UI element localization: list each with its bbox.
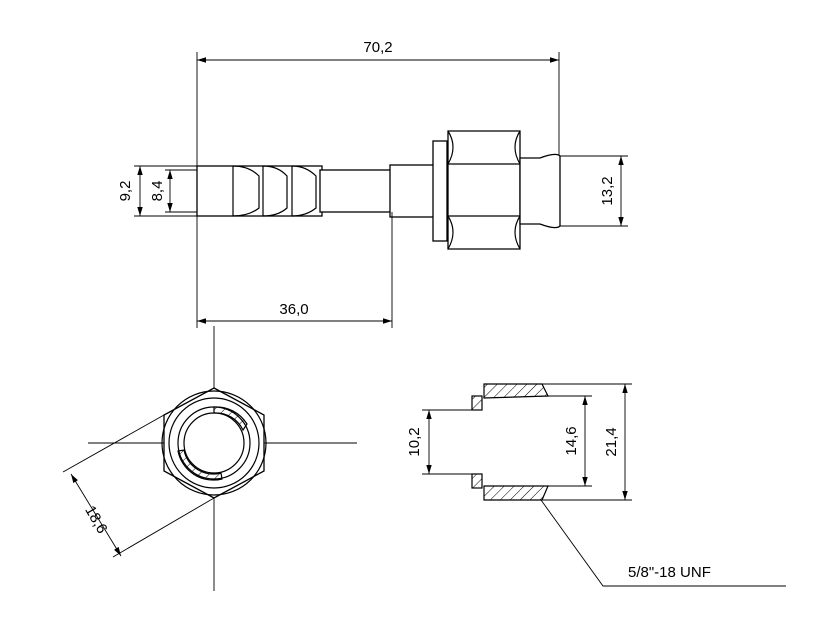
nut-section-view xyxy=(471,383,549,501)
thread-leader-line xyxy=(540,499,786,587)
dim-barb-outer-diameter: 9,2 xyxy=(117,181,134,202)
nut-section-bottom xyxy=(483,485,549,501)
dim-nut-outer: 21,4 xyxy=(603,427,620,456)
hose-barb xyxy=(196,165,323,217)
dim-barb-inner-diameter: 8,4 xyxy=(149,181,166,202)
side-view xyxy=(196,130,561,250)
washer-section-top xyxy=(471,395,483,411)
washer xyxy=(432,140,448,242)
nut-section-top xyxy=(483,383,549,399)
dim-thread-inner: 14,6 xyxy=(563,426,580,455)
dim-seat-diameter: 13,2 xyxy=(599,176,616,205)
hex-front-view xyxy=(88,326,357,591)
hatch-arc-bottom xyxy=(177,449,223,481)
tube-section xyxy=(319,169,393,213)
washer-section-bottom xyxy=(471,473,483,489)
cone-seat xyxy=(519,153,561,229)
hex-nut-side xyxy=(447,130,521,250)
fitting-body xyxy=(389,164,437,218)
dim-nut-bore: 10,2 xyxy=(406,427,423,456)
dimensions: 70,2 36,0 9,2 8,4 13,2 18,6 10,2 xyxy=(62,39,786,587)
dim-overall-length: 70,2 xyxy=(363,39,392,56)
dim-barb-length: 36,0 xyxy=(279,301,308,318)
thread-callout: 5/8"-18 UNF xyxy=(628,564,711,581)
